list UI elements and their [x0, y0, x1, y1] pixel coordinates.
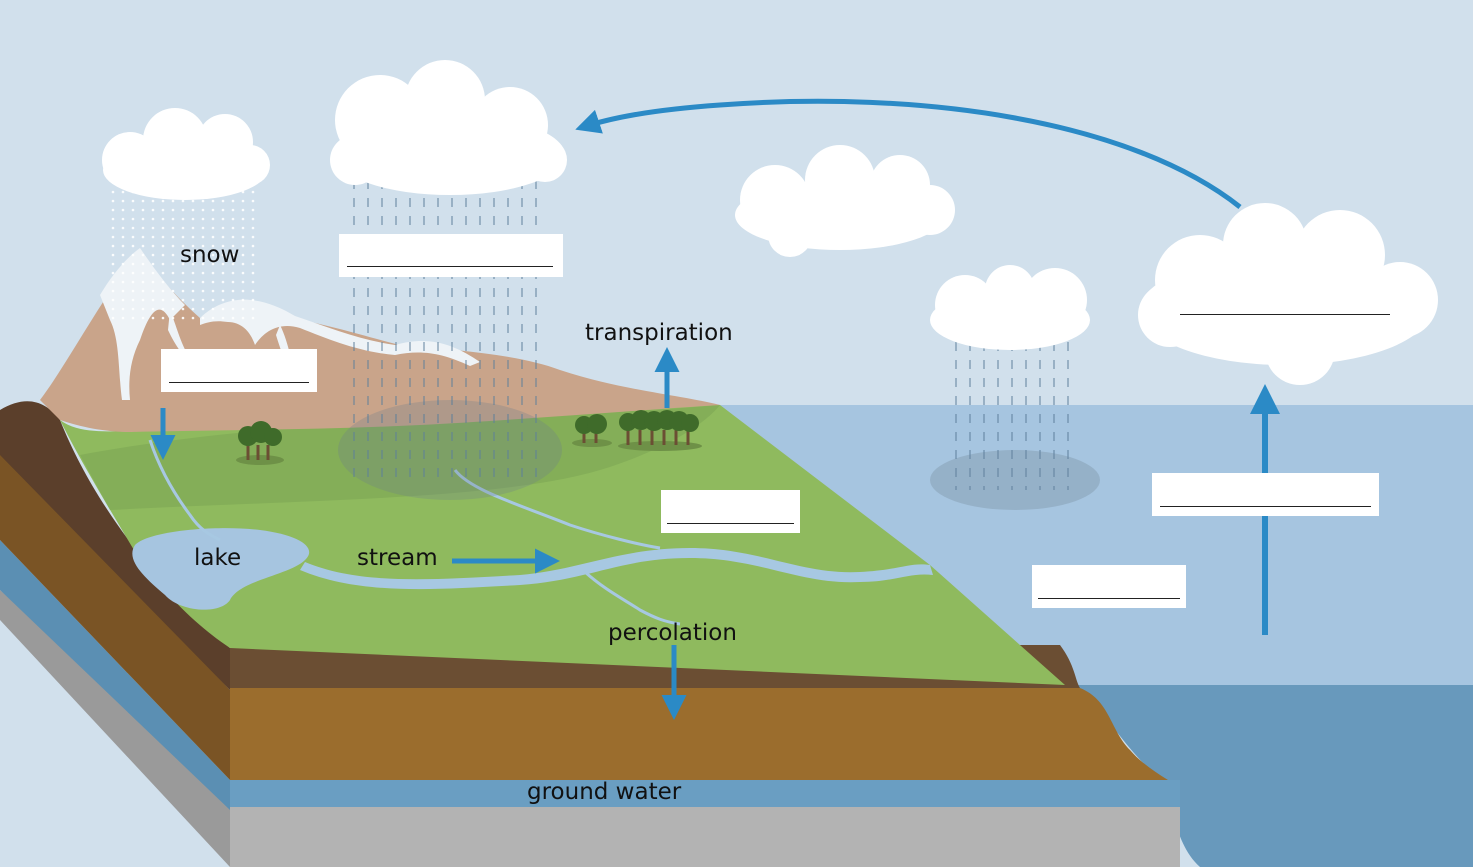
label-percolation: percolation	[608, 620, 737, 646]
label-lake: lake	[194, 545, 241, 571]
tributary	[148, 439, 221, 542]
blank-precipitation[interactable]	[339, 234, 563, 277]
answer-line	[1180, 314, 1390, 315]
tributary-3	[583, 570, 681, 626]
cloud-snow	[102, 108, 270, 200]
ocean-deep	[1070, 685, 1473, 867]
cliff	[0, 401, 230, 690]
label-transpiration: transpiration	[585, 320, 733, 346]
cloud-rain-ocean	[930, 265, 1090, 350]
blank-surface-runoff[interactable]	[661, 490, 800, 533]
cloud-condensation	[1138, 203, 1438, 385]
answer-line	[347, 266, 553, 267]
snowfall	[110, 190, 260, 320]
tributary-2	[453, 469, 661, 550]
rain-land	[345, 180, 545, 480]
cloud-rain-land	[330, 60, 567, 195]
label-snow: snow	[180, 242, 239, 268]
answer-line	[1038, 598, 1180, 599]
river	[300, 548, 933, 590]
blank-snowmelt-runoff[interactable]	[161, 349, 317, 392]
label-ground-water: ground water	[527, 779, 682, 805]
blank-condensation[interactable]	[1178, 300, 1392, 322]
tree-cluster-left	[236, 421, 284, 465]
rain-ocean	[945, 340, 1080, 490]
blank-ocean[interactable]	[1032, 565, 1186, 608]
soil-side	[0, 445, 230, 780]
bedrock-front	[230, 806, 1180, 867]
groundwater-layer	[230, 780, 1180, 807]
tree-cluster-right	[618, 410, 702, 451]
tree-cluster-small	[572, 414, 612, 447]
soil-layer	[230, 688, 1168, 780]
answer-line	[667, 523, 794, 524]
blank-evaporation[interactable]	[1152, 473, 1379, 516]
bedrock-side	[0, 590, 230, 867]
lake	[132, 528, 310, 610]
answer-line	[169, 382, 309, 383]
arrow-advection	[575, 98, 1242, 209]
answer-line	[1160, 506, 1371, 507]
groundwater-side	[0, 540, 230, 810]
cloud-middle	[735, 145, 955, 257]
label-stream: stream	[357, 545, 438, 571]
